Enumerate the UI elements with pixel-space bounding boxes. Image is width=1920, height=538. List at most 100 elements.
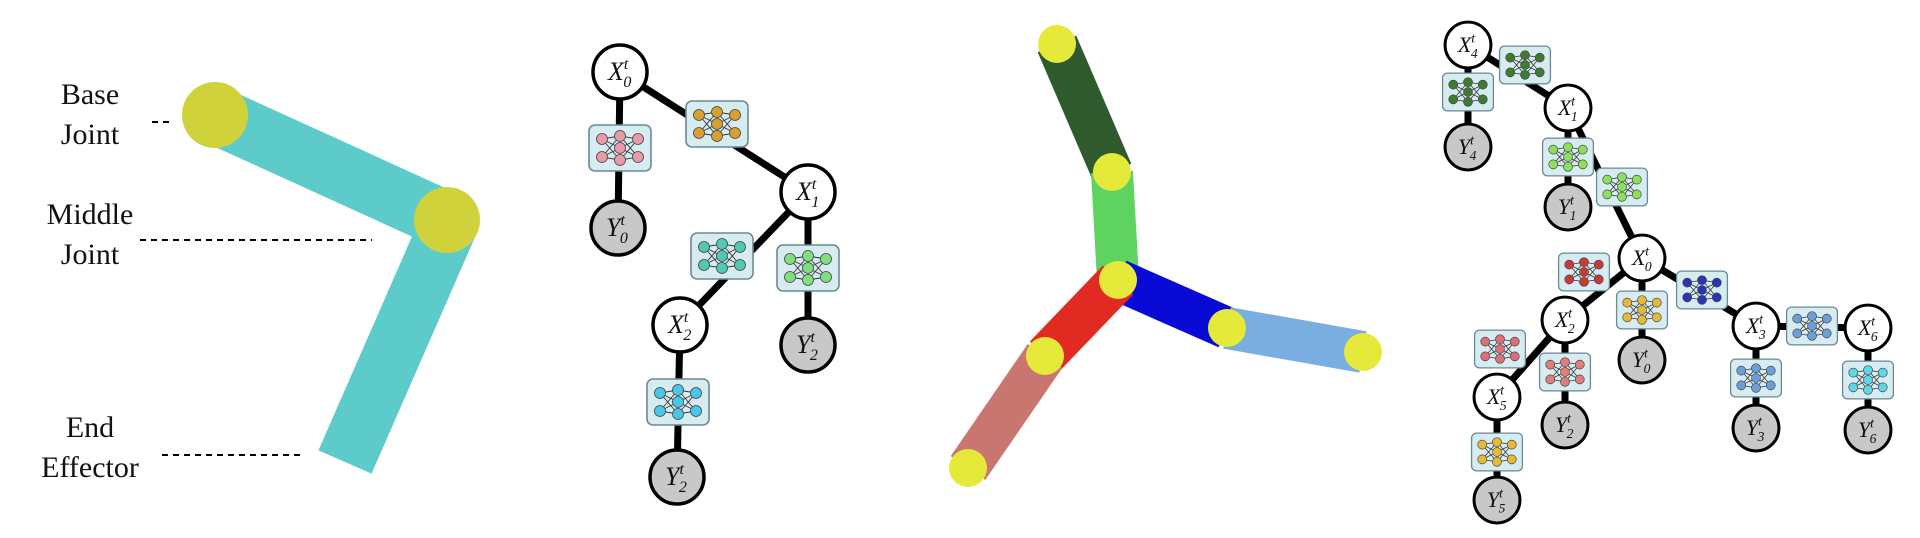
nn-neuron [820, 253, 832, 265]
node-var: Y [1458, 134, 1473, 159]
joint-a [1038, 25, 1076, 63]
observed-node-circle [1540, 400, 1590, 450]
node-var: Y [1558, 194, 1573, 219]
nn-neuron [1520, 70, 1530, 80]
nn-neuron [784, 253, 796, 265]
latent-node-circle [1617, 233, 1667, 283]
observed-node-circle [1731, 403, 1781, 453]
nn-neuron [1617, 192, 1627, 202]
nn-icon-transition-25 [1473, 329, 1527, 369]
node-var: X [1857, 315, 1873, 340]
panel-robot-tree-arm [949, 25, 1382, 487]
nn-neuron [1579, 277, 1589, 287]
nn-neuron [1593, 274, 1604, 285]
nn-neuron [1751, 373, 1761, 383]
nn-neuron [693, 127, 705, 139]
node-sup: t [1567, 410, 1572, 425]
label-end-line: End [66, 411, 114, 444]
node-var: X [1457, 32, 1473, 57]
nn-neuron [711, 118, 723, 130]
nn-neuron [698, 241, 710, 253]
nn-neuron [1495, 334, 1505, 344]
nn-neuron [1622, 312, 1633, 323]
nn-neuron [1863, 385, 1873, 395]
nn-neuron [820, 271, 832, 283]
nn-neuron [1807, 311, 1817, 321]
segment-blue [1109, 260, 1236, 348]
node-sup: t [1644, 345, 1649, 360]
observed-node-circle [1617, 335, 1667, 385]
nn-neuron [1637, 295, 1647, 305]
node-sub: 5 [1500, 398, 1507, 413]
segment-pink [950, 344, 1063, 480]
observed-node-circle [589, 199, 647, 257]
nn-neuron [1711, 292, 1722, 303]
label-base-line: Joint [61, 118, 120, 151]
node-sub: 3 [1757, 429, 1765, 444]
node-sup: t [1568, 305, 1573, 320]
nn-icon-emission-0 [588, 124, 652, 172]
nn-neuron [1480, 351, 1491, 362]
nn-neuron [1765, 380, 1776, 391]
node-sub: 2 [1567, 426, 1574, 441]
node-sub: 0 [1644, 361, 1651, 376]
nn-icon-emission-5 [1470, 432, 1524, 472]
nn-neuron [1821, 328, 1832, 339]
node-sup: t [1499, 485, 1504, 500]
nn-neuron [672, 396, 684, 408]
nn-neuron [1622, 297, 1633, 308]
nn-neuron [1463, 97, 1473, 107]
nn-icon-transition-36 [1785, 306, 1839, 346]
node-sub: 3 [1758, 327, 1766, 342]
nn-neuron [1505, 52, 1516, 63]
nn-neuron [1877, 382, 1888, 393]
node-sub: 0 [623, 74, 631, 91]
latent-node-circle [1472, 372, 1522, 422]
node-sub: 2 [679, 479, 687, 496]
nn-neuron [632, 151, 644, 163]
node-var: Y [796, 330, 813, 359]
node-var: X [1745, 313, 1761, 338]
nn-neuron [1579, 267, 1589, 277]
observed-node-circle [648, 448, 706, 506]
nn-icon-emission-1 [776, 244, 840, 292]
node-sub: 1 [1571, 109, 1578, 124]
nn-neuron [1577, 144, 1588, 155]
node-var: X [667, 310, 685, 339]
nn-icon-emission-2 [1538, 352, 1592, 392]
node-var: X [1554, 307, 1570, 332]
nn-neuron [1637, 305, 1647, 315]
nn-neuron [690, 387, 702, 399]
nn-neuron [1617, 182, 1627, 192]
nn-icon-emission-0 [1615, 290, 1669, 330]
nn-neuron [672, 408, 684, 420]
nn-neuron [1792, 328, 1803, 339]
nn-neuron [632, 133, 644, 145]
nn-neuron [1534, 52, 1545, 63]
nn-neuron [1520, 50, 1530, 60]
node-sub: 0 [620, 230, 628, 247]
nn-neuron [1807, 321, 1817, 331]
node-sub: 4 [1471, 46, 1478, 61]
nn-neuron [1448, 79, 1459, 90]
nn-neuron [729, 109, 741, 121]
nn-neuron [654, 405, 666, 417]
node-sup: t [1571, 93, 1576, 108]
node-var: Y [1858, 417, 1873, 442]
